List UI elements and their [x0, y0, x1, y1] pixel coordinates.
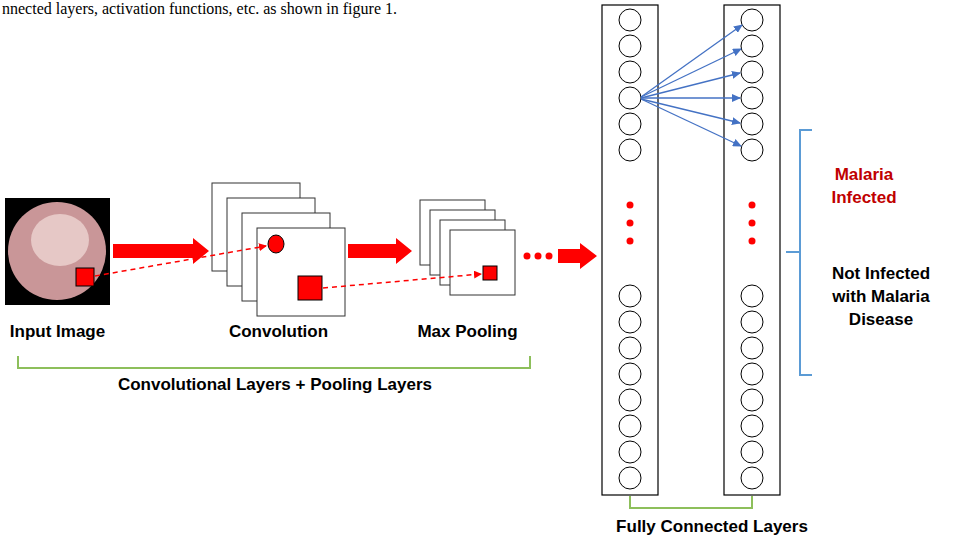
weight-arrow — [641, 97, 740, 98]
ellipsis-dot — [749, 202, 756, 209]
receptive-field — [298, 276, 322, 300]
feature-map — [257, 228, 345, 316]
neuron — [741, 389, 763, 411]
neuron — [619, 337, 641, 359]
class-label: Not Infected with Malaria Disease — [815, 262, 947, 331]
neuron — [741, 363, 763, 385]
neuron — [619, 139, 641, 161]
neuron — [741, 415, 763, 437]
pooling-stack — [420, 200, 515, 295]
neuron — [741, 61, 763, 83]
neuron — [741, 285, 763, 307]
weight-arrow — [641, 49, 741, 97]
ellipsis-dot — [627, 220, 634, 227]
image-background — [5, 198, 110, 305]
convolution-stack — [212, 183, 345, 316]
neuron — [619, 9, 641, 31]
neuron — [619, 311, 641, 333]
neuron — [619, 87, 641, 109]
ellipsis-dot — [627, 202, 634, 209]
neuron — [741, 139, 763, 161]
layer-stage: Convolution — [212, 183, 345, 342]
neuron — [619, 363, 641, 385]
flow-arrow — [348, 238, 412, 264]
ellipsis-dot — [535, 253, 542, 260]
group-label: Convolutional Layers + Pooling Layers — [118, 373, 432, 396]
body-text: nnected layers, activation functions, et… — [2, 0, 397, 18]
ellipsis-dot — [749, 220, 756, 227]
feature-dot — [268, 235, 284, 253]
neuron — [741, 337, 763, 359]
flow-arrow — [113, 238, 209, 264]
neuron — [619, 61, 641, 83]
neuron — [741, 87, 763, 109]
neuron — [741, 9, 763, 31]
neuron — [619, 35, 641, 57]
pooled-map — [450, 230, 515, 295]
neuron — [619, 113, 641, 135]
weight-arrow — [641, 73, 740, 98]
weight-arrow — [641, 25, 742, 97]
neuron — [619, 389, 641, 411]
dense-layer — [724, 5, 780, 495]
flow-arrow — [558, 243, 597, 269]
receptive-field — [76, 268, 94, 286]
pooled-cell — [483, 266, 497, 280]
group-label: Fully Connected Layers — [616, 515, 808, 538]
input-cell-image — [5, 198, 110, 305]
blood-cell — [8, 202, 106, 300]
stage-label: Convolution — [229, 322, 328, 342]
ellipsis-dot — [546, 253, 553, 260]
neuron — [741, 467, 763, 489]
layer-frame — [724, 5, 780, 495]
ellipsis-dot — [749, 238, 756, 245]
ellipsis-dot — [524, 253, 531, 260]
group-bracket — [630, 496, 752, 508]
weight-arrow — [641, 99, 740, 123]
dense-layer — [602, 5, 658, 495]
group-bracket — [18, 356, 530, 368]
neuron — [619, 415, 641, 437]
output-bracket — [786, 130, 812, 375]
neuron — [741, 311, 763, 333]
neuron — [741, 441, 763, 463]
weight-arrow — [641, 99, 741, 146]
cell-center — [31, 214, 89, 266]
layer-stage: Input Image — [5, 198, 110, 342]
neuron — [619, 441, 641, 463]
neuron — [619, 467, 641, 489]
ellipsis-dot — [627, 238, 634, 245]
class-label: Malaria Infected — [812, 163, 916, 209]
layer-frame — [602, 5, 658, 495]
neuron — [741, 113, 763, 135]
mapping-arrow — [323, 274, 481, 288]
layer-stage: Max Pooling — [415, 200, 520, 342]
stage-label: Input Image — [10, 322, 105, 342]
neuron — [741, 35, 763, 57]
neuron — [619, 285, 641, 307]
stage-label: Max Pooling — [417, 322, 517, 342]
